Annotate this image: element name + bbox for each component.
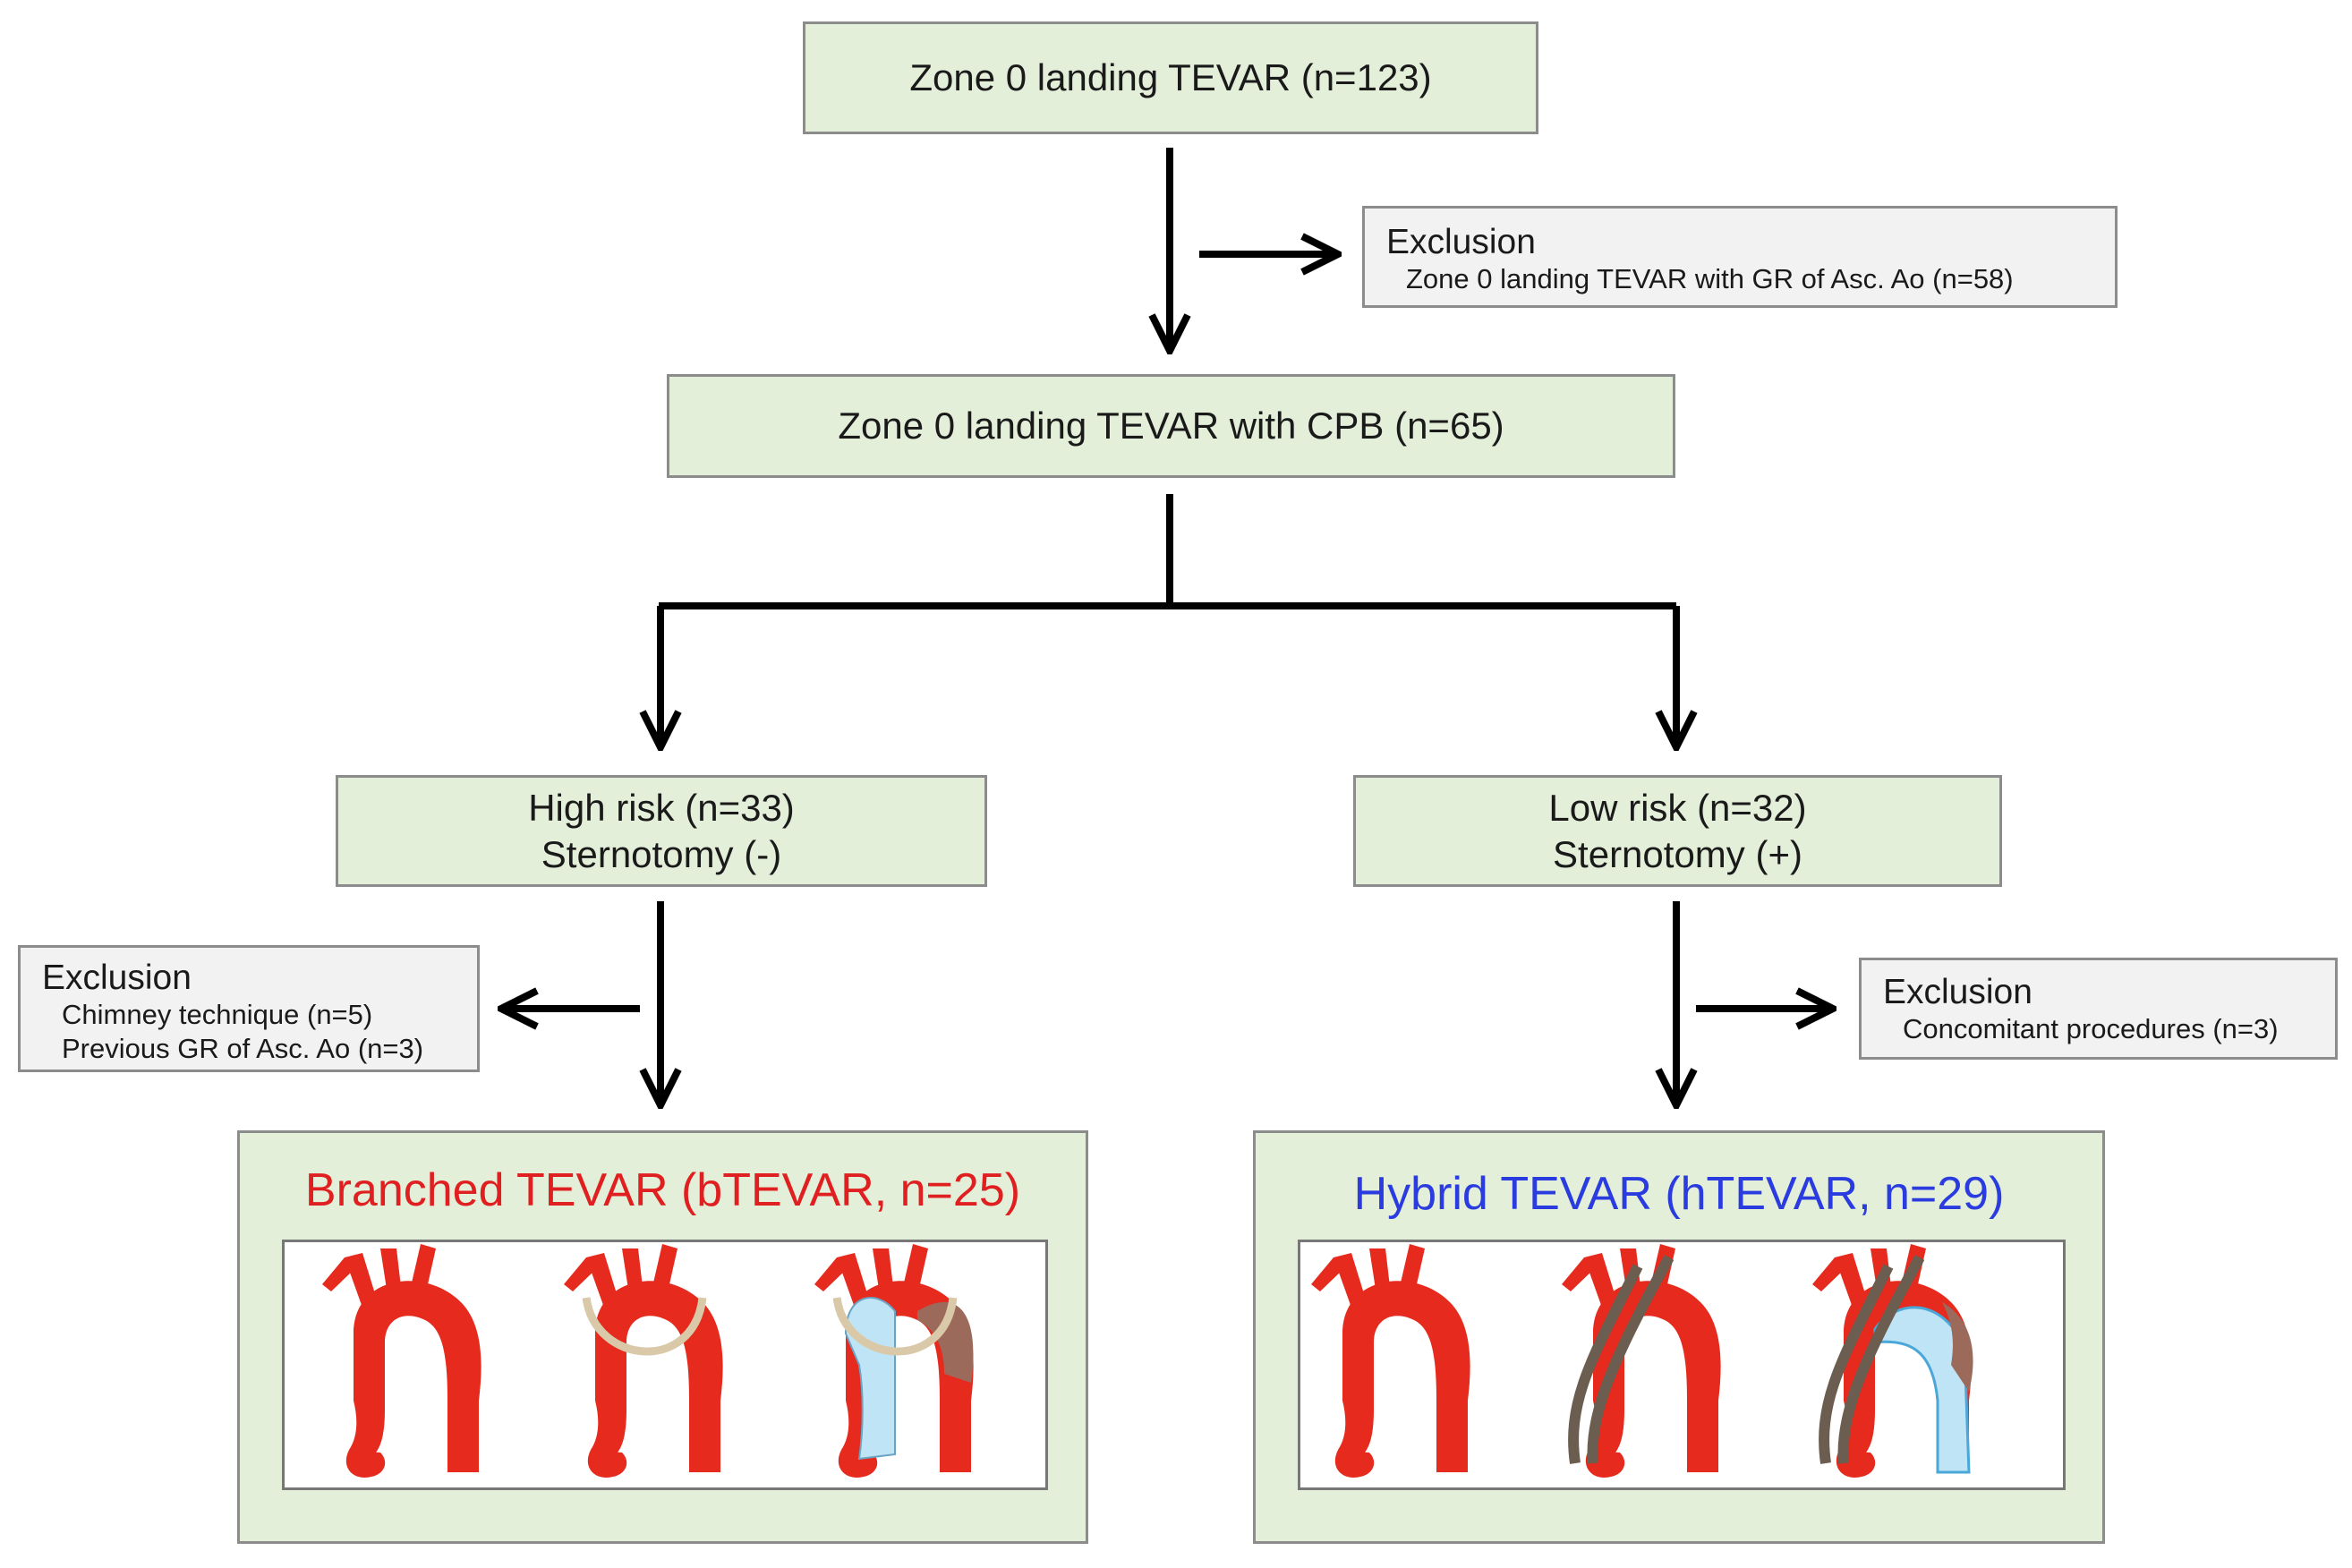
low-risk-line1: Low risk (n=32) xyxy=(1548,786,1807,829)
exclusion-box-right: Exclusion Concomitant procedures (n=3) xyxy=(1859,958,2338,1060)
zone0-cpb-box: Zone 0 landing TEVAR with CPB (n=65) xyxy=(667,374,1675,478)
exclusion-right-title: Exclusion xyxy=(1883,973,2032,1011)
branched-tevar-panel: Branched TEVAR (bTEVAR, n=25) xyxy=(237,1130,1088,1544)
zone0-cpb-text: Zone 0 landing TEVAR with CPB (n=65) xyxy=(838,405,1504,447)
low-risk-line2: Sternotomy (+) xyxy=(1553,832,1802,875)
zone0-tevar-box: Zone 0 landing TEVAR (n=123) xyxy=(803,21,1538,134)
exclusion-1-title: Exclusion xyxy=(1386,223,1536,261)
exclusion-box-left: Exclusion Chimney technique (n=5) Previo… xyxy=(18,945,480,1072)
hybrid-illustration-frame xyxy=(1298,1240,2066,1490)
exclusion-left-title: Exclusion xyxy=(42,959,192,997)
low-risk-box: Low risk (n=32) Sternotomy (+) xyxy=(1353,775,2002,887)
branched-tevar-title: Branched TEVAR (bTEVAR, n=25) xyxy=(304,1164,1021,1216)
zone0-tevar-text: Zone 0 landing TEVAR (n=123) xyxy=(909,56,1432,98)
exclusion-left-item-2: Previous GR of Asc. Ao (n=3) xyxy=(62,1033,424,1064)
hybrid-tevar-title: Hybrid TEVAR (hTEVAR, n=29) xyxy=(1353,1168,2005,1220)
exclusion-left-item-1: Chimney technique (n=5) xyxy=(62,999,373,1030)
high-risk-line1: High risk (n=33) xyxy=(528,786,795,829)
exclusion-right-item: Concomitant procedures (n=3) xyxy=(1903,1013,2279,1044)
high-risk-line2: Sternotomy (-) xyxy=(541,832,782,875)
hybrid-tevar-panel: Hybrid TEVAR (hTEVAR, n=29) xyxy=(1253,1130,2105,1544)
branched-illustration-frame xyxy=(282,1240,1048,1490)
high-risk-box: High risk (n=33) Sternotomy (-) xyxy=(336,775,987,887)
exclusion-box-1: Exclusion Zone 0 landing TEVAR with GR o… xyxy=(1362,206,2118,308)
exclusion-1-item: Zone 0 landing TEVAR with GR of Asc. Ao … xyxy=(1406,263,2014,294)
